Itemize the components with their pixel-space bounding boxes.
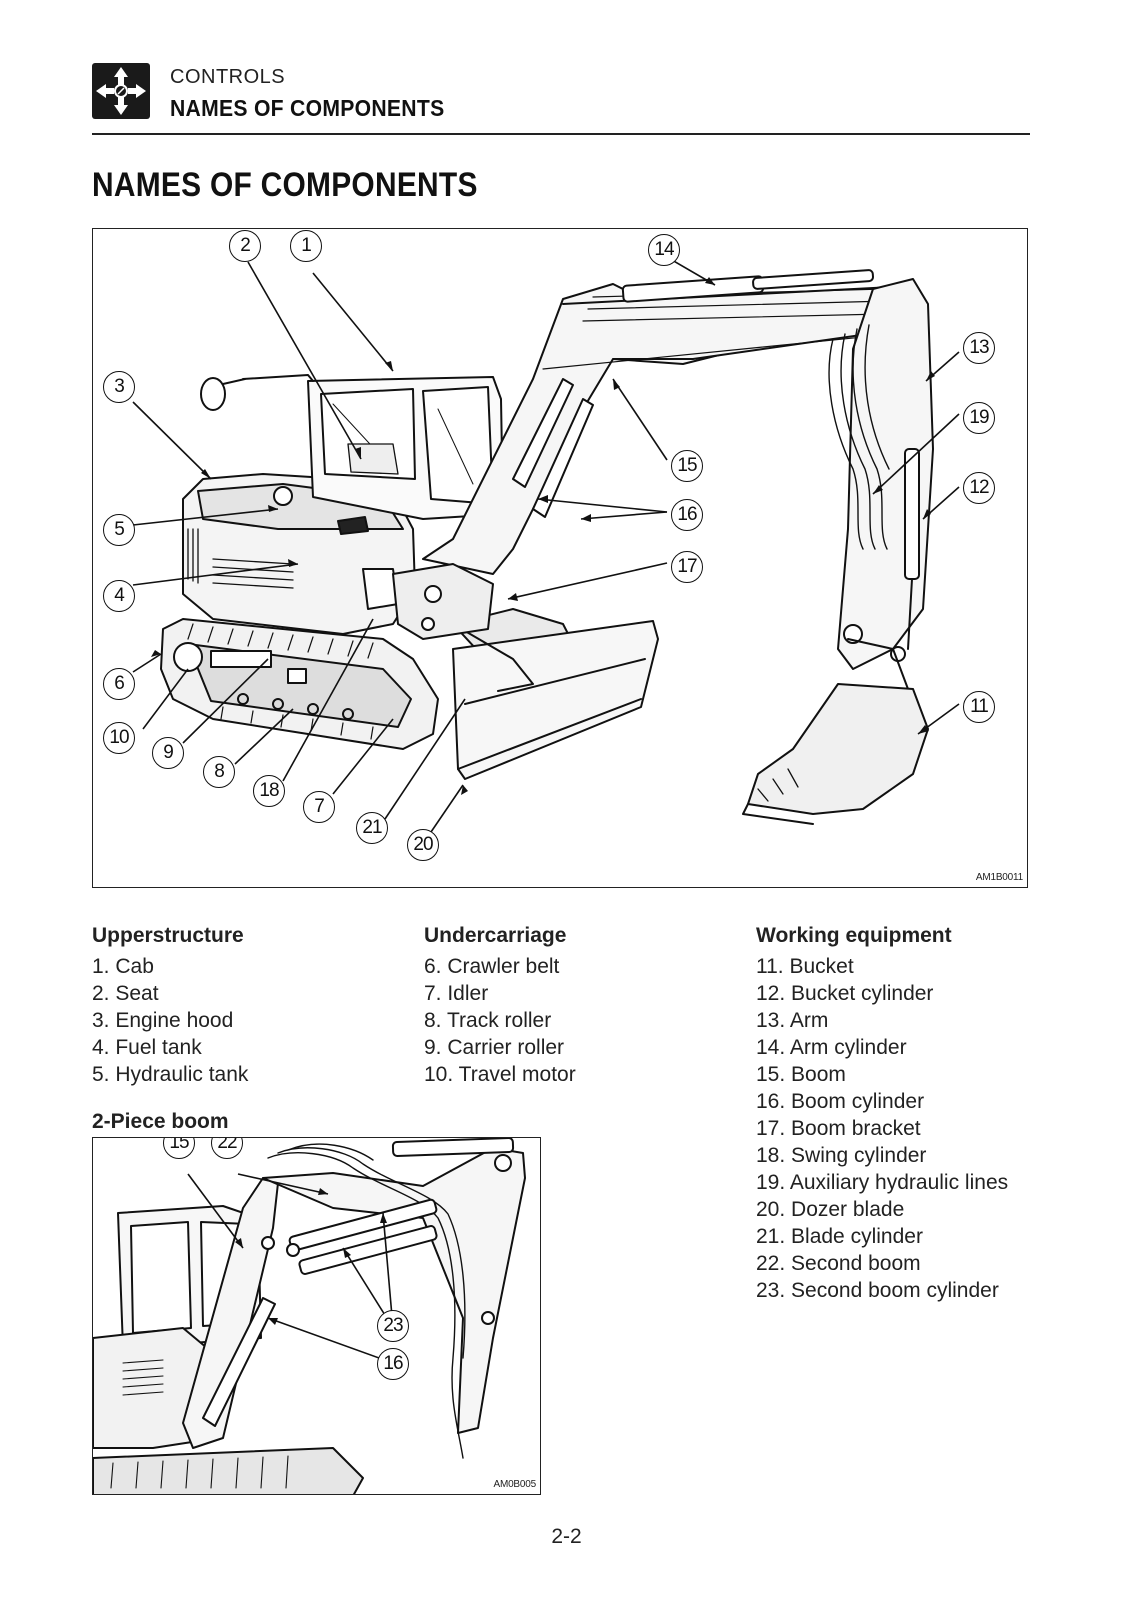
legend-working-equipment: Working equipment 11. Bucket 12. Bucket … — [756, 924, 1008, 1304]
legend-item: 22. Second boom — [756, 1252, 921, 1275]
boom-callout-22: 22 — [211, 1138, 243, 1159]
callout-10: 10 — [103, 722, 135, 754]
legend-item: 6. Crawler belt — [424, 955, 560, 978]
legend-list: 11. Bucket 12. Bucket cylinder 13. Arm 1… — [756, 953, 1008, 1304]
legend-item: 4. Fuel tank — [92, 1036, 202, 1059]
boom-illustration — [93, 1138, 526, 1494]
legend-item: 2. Seat — [92, 982, 159, 1005]
legend-item: 18. Swing cylinder — [756, 1144, 927, 1167]
two-piece-boom-diagram: 15 22 23 16 AM0B005 — [92, 1137, 541, 1495]
callout-18: 18 — [253, 775, 285, 807]
legend-heading: Upperstructure — [92, 924, 244, 947]
callout-2: 2 — [229, 230, 261, 262]
legend-item: 5. Hydraulic tank — [92, 1063, 249, 1086]
legend-item: 21. Blade cylinder — [756, 1225, 923, 1248]
header-section: CONTROLS — [170, 66, 286, 88]
page-title: NAMES OF COMPONENTS — [92, 166, 478, 204]
legend-item: 1. Cab — [92, 955, 154, 978]
legend-item: 10. Travel motor — [424, 1063, 576, 1086]
legend-item: 14. Arm cylinder — [756, 1036, 907, 1059]
legend-item: 17. Boom bracket — [756, 1117, 921, 1140]
callout-15: 15 — [671, 450, 703, 482]
callout-8: 8 — [203, 756, 235, 788]
legend-item: 19. Auxiliary hydraulic lines — [756, 1171, 1009, 1194]
callout-3: 3 — [103, 371, 135, 403]
legend-upperstructure: Upperstructure 1. Cab 2. Seat 3. Engine … — [92, 924, 248, 1088]
legend-item: 9. Carrier roller — [424, 1036, 565, 1059]
callout-1: 1 — [290, 230, 322, 262]
boom-figure-code: AM0B005 — [493, 1479, 536, 1490]
callout-17: 17 — [671, 551, 703, 583]
boom-callout-16: 16 — [377, 1348, 409, 1380]
callout-11: 11 — [963, 691, 995, 723]
legend-item: 11. Bucket — [756, 955, 854, 978]
callout-6: 6 — [103, 668, 135, 700]
legend-item: 23. Second boom cylinder — [756, 1279, 999, 1302]
controls-arrows-icon — [92, 63, 150, 119]
callout-7: 7 — [303, 791, 335, 823]
legend-item: 7. Idler — [424, 982, 489, 1005]
callout-19: 19 — [963, 402, 995, 434]
callout-4: 4 — [103, 580, 135, 612]
header-title: NAMES OF COMPONENTS — [170, 95, 445, 121]
legend-item: 20. Dozer blade — [756, 1198, 905, 1221]
callout-20: 20 — [407, 829, 439, 861]
callout-14: 14 — [648, 234, 680, 266]
callout-16: 16 — [671, 499, 703, 531]
excavator-illustration — [132, 248, 960, 833]
legend-list: 6. Crawler belt 7. Idler 8. Track roller… — [424, 953, 576, 1088]
legend-undercarriage: Undercarriage 6. Crawler belt 7. Idler 8… — [424, 924, 576, 1088]
callout-9: 9 — [152, 737, 184, 769]
boom-callout-15: 15 — [163, 1138, 195, 1159]
figure-code: AM1B0011 — [975, 872, 1023, 883]
callout-5: 5 — [103, 514, 135, 546]
page-number: 2-2 — [551, 1525, 582, 1548]
legend-item: 13. Arm — [756, 1009, 829, 1032]
legend-item: 12. Bucket cylinder — [756, 982, 934, 1005]
boom-callout-23: 23 — [377, 1310, 409, 1342]
legend-item: 15. Boom — [756, 1063, 846, 1086]
callout-13: 13 — [963, 332, 995, 364]
header-divider — [92, 133, 1030, 135]
excavator-diagram: 1 2 3 4 5 6 7 8 9 10 11 12 13 14 15 16 1… — [92, 228, 1028, 888]
legend-heading: Working equipment — [756, 924, 952, 947]
boom-figure-heading: 2-Piece boom — [92, 1110, 229, 1133]
callout-21: 21 — [356, 812, 388, 844]
legend-item: 3. Engine hood — [92, 1009, 234, 1032]
legend-heading: Undercarriage — [424, 924, 567, 947]
legend-list: 1. Cab 2. Seat 3. Engine hood 4. Fuel ta… — [92, 953, 248, 1088]
legend-item: 8. Track roller — [424, 1009, 552, 1032]
legend-item: 16. Boom cylinder — [756, 1090, 925, 1113]
callout-12: 12 — [963, 472, 995, 504]
